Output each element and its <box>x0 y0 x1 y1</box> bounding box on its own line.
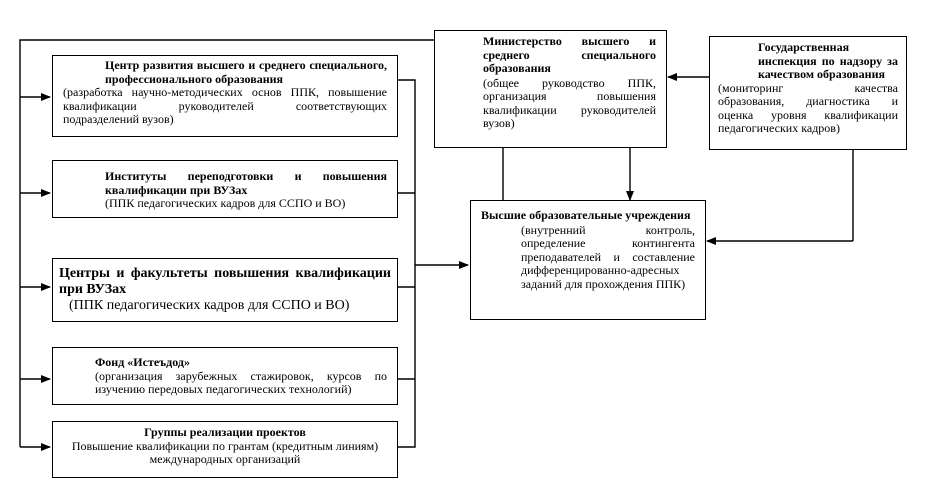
left-box-1-title: Центр развития высшего и среднего специа… <box>105 58 387 86</box>
left-box-4-title: Фонд «Истеъдод» <box>95 355 190 369</box>
ministry-to-rail-line <box>19 39 434 447</box>
left-box-1-description: (разработка научно-методических основ ПП… <box>63 85 387 126</box>
left-box-5-description: Повышение квалификации по грантам (креди… <box>71 438 379 466</box>
left-box-2-title: Институты переподготовки и повышения ква… <box>105 169 387 197</box>
inspection-description: (мониторинг качества образования, диагно… <box>718 80 898 135</box>
universities-description: (внутренний контроль, определение контин… <box>521 222 695 291</box>
left-box-centers-faculties: Центры и факультеты повышения квалификац… <box>52 258 398 322</box>
ministry-title: Министерство высшего и среднего специаль… <box>483 34 656 75</box>
left-box-3-title: Центры и факультеты повышения квалификац… <box>59 266 391 297</box>
left-box-3-description: (ППК педагогических кадров для ССПО и ВО… <box>69 298 350 313</box>
inspection-title: Государственная инспекция по надзору за … <box>758 40 898 81</box>
left-box-center-development: Центр развития высшего и среднего специа… <box>52 55 398 137</box>
left-box-project-groups: Группы реализации проектов Повышение ква… <box>52 421 398 478</box>
universities-title: Высшие образовательные учреждения <box>481 208 691 222</box>
universities-box: Высшие образовательные учреждения (внутр… <box>470 200 706 320</box>
left-box-2-description: (ППК педагогических кадров для ССПО и ВО… <box>105 196 346 210</box>
left-box-isteъdod-fund: Фонд «Истеъдод» (организация зарубежных … <box>52 347 398 405</box>
inspection-box: Государственная инспекция по надзору за … <box>709 36 907 150</box>
left-box-retraining-institutes: Институты переподготовки и повышения ква… <box>52 160 398 218</box>
ministry-description: (общее руководство ППК, организация повы… <box>483 75 656 130</box>
left-box-5-title: Группы реализации проектов <box>144 425 306 439</box>
left-boxes-collector <box>398 79 416 448</box>
ministry-box: Министерство высшего и среднего специаль… <box>434 30 667 148</box>
left-box-4-description: (организация зарубежных стажировок, курс… <box>95 368 387 396</box>
